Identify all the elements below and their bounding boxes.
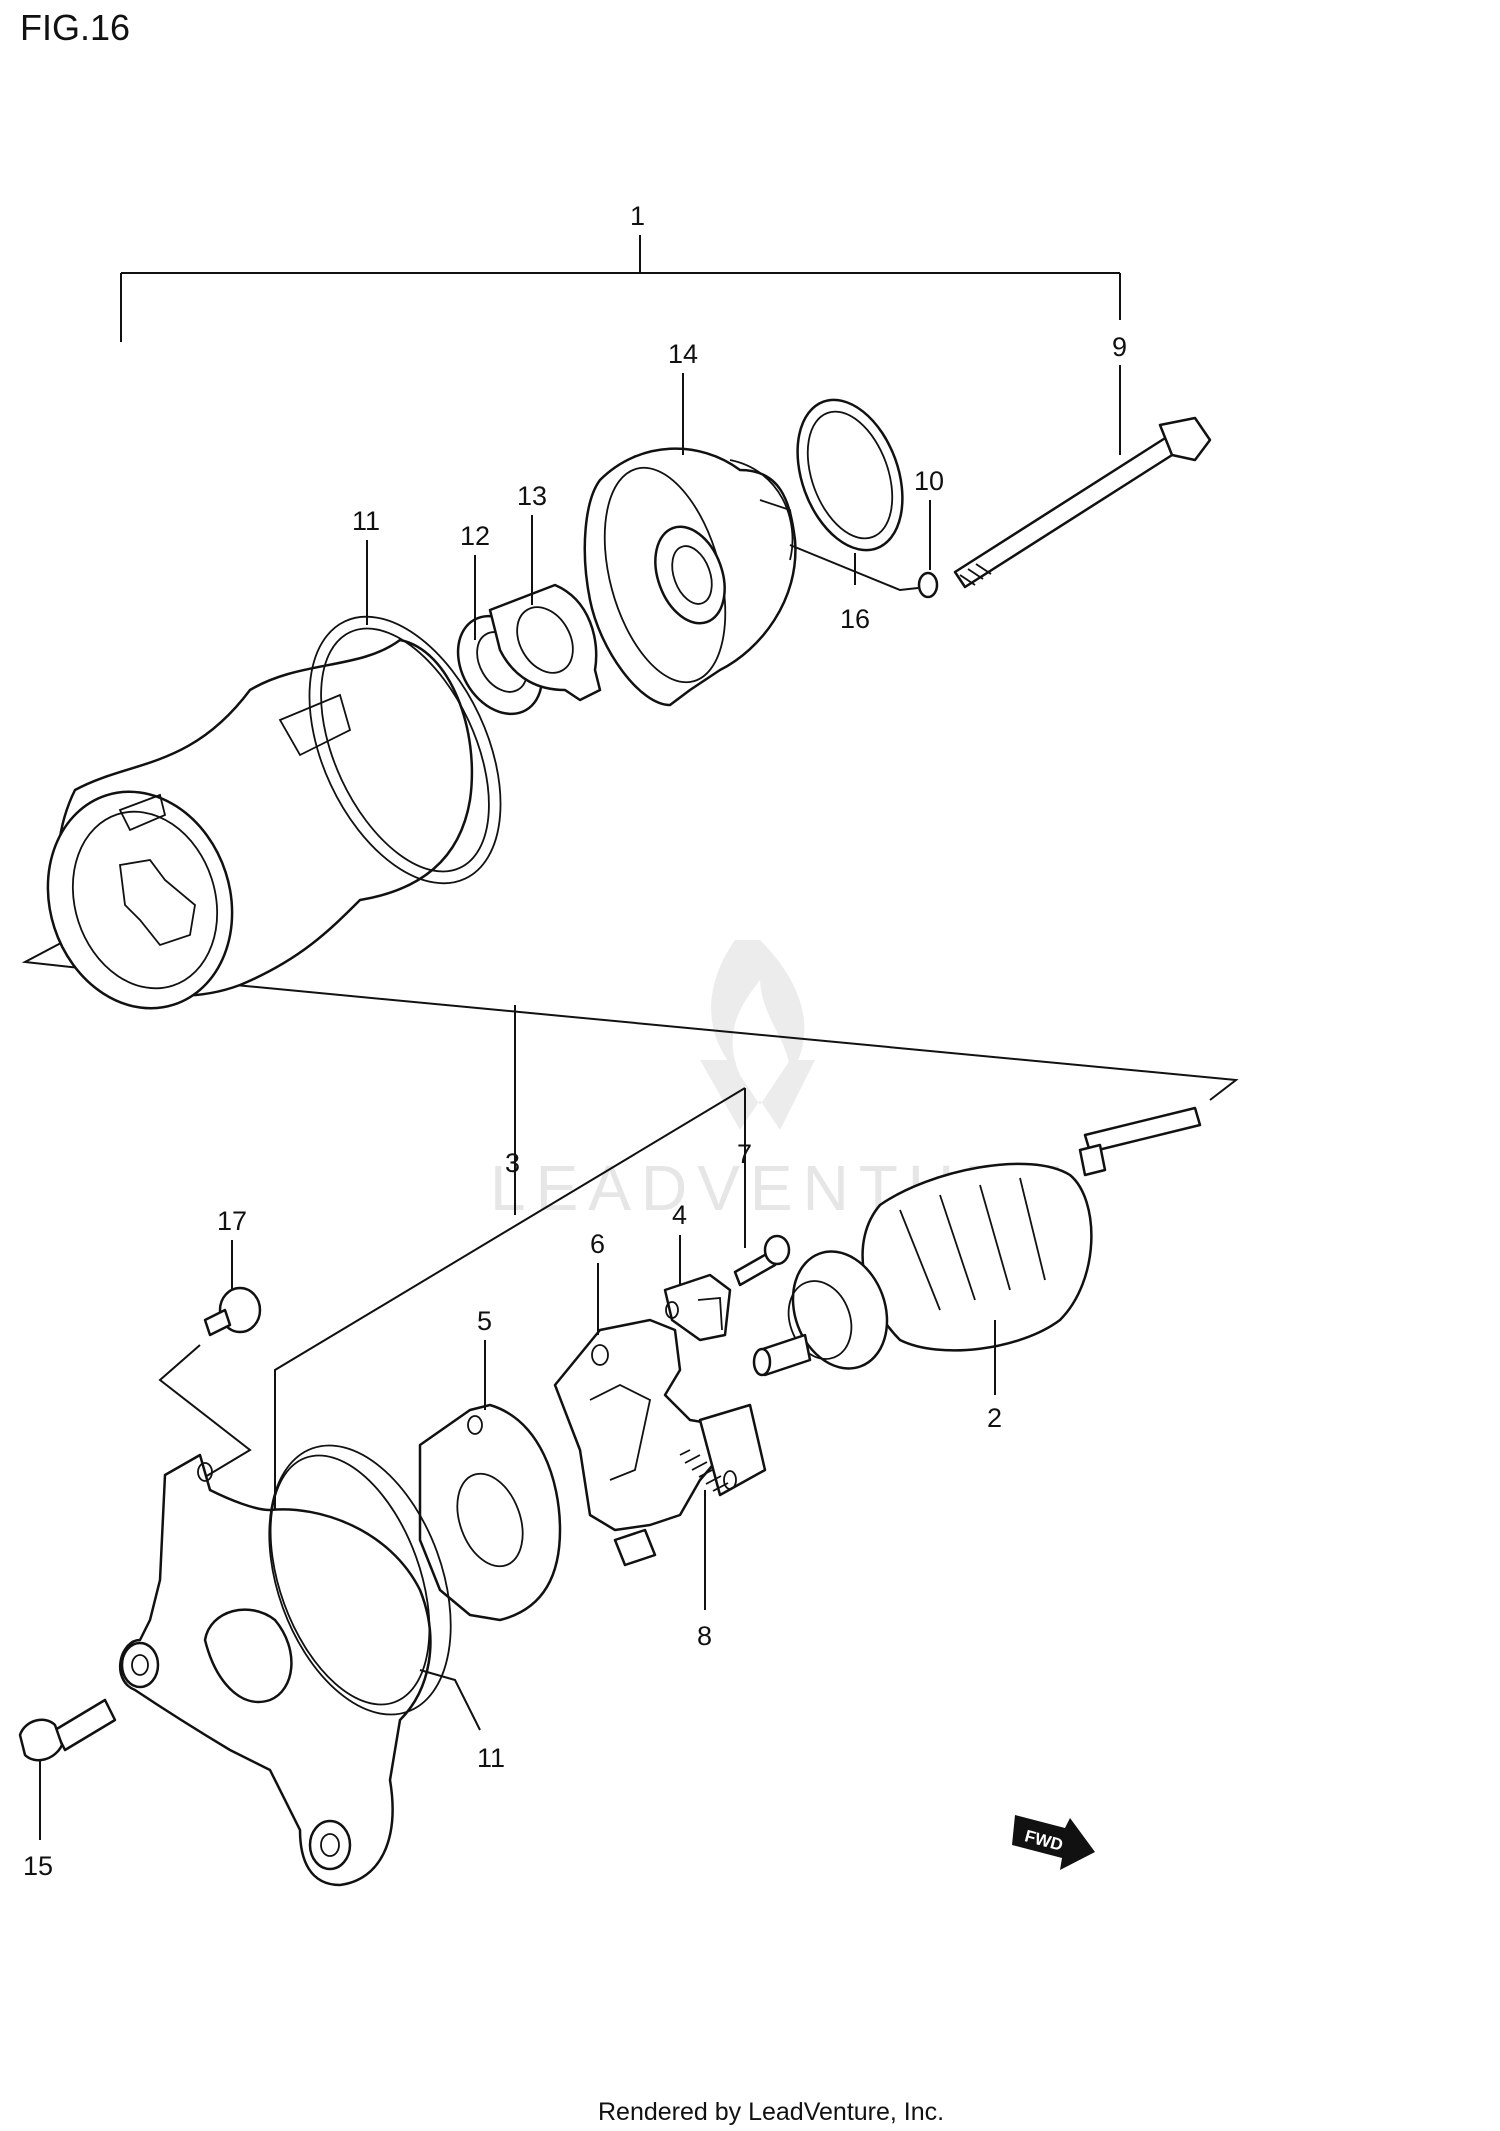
washer-10 <box>917 571 939 599</box>
end-cover-14 <box>583 447 797 707</box>
spring-8 <box>679 1449 737 1492</box>
brush-holder-6 <box>553 1318 767 1567</box>
footer-credit: Rendered by LeadVenture, Inc. <box>598 2098 944 2126</box>
callout-2: 2 <box>987 1403 1002 1433</box>
callout-11-bottom: 11 <box>477 1743 505 1773</box>
o-ring-16 <box>796 398 904 552</box>
callout-9: 9 <box>1112 332 1127 362</box>
callout-6: 6 <box>590 1229 605 1259</box>
callout-5: 5 <box>477 1306 492 1336</box>
callout-14: 14 <box>668 339 698 369</box>
bolt-15 <box>18 1698 117 1762</box>
callout-16: 16 <box>840 604 870 634</box>
front-cover <box>118 1444 452 1887</box>
callout-3: 3 <box>505 1148 520 1178</box>
callout-10: 10 <box>914 466 944 496</box>
terminal-4 <box>663 1273 732 1342</box>
callout-8: 8 <box>697 1621 712 1651</box>
bolt-17 <box>203 1286 262 1337</box>
callout-17: 17 <box>217 1206 247 1236</box>
callout-11-top: 11 <box>352 506 380 536</box>
fwd-badge: FWD <box>1012 1815 1095 1870</box>
screw-7 <box>733 1234 791 1287</box>
callout-7: 7 <box>737 1139 752 1169</box>
yoke-housing <box>46 615 502 1010</box>
callout-12: 12 <box>460 521 490 551</box>
armature-2 <box>752 1106 1202 1377</box>
plate-5 <box>418 1403 562 1622</box>
figure-title: FIG.16 <box>20 7 130 48</box>
callout-1: 1 <box>630 201 645 231</box>
callout-13: 13 <box>517 481 547 511</box>
assembly-bracket <box>120 235 1121 342</box>
plate-13 <box>488 583 602 702</box>
through-bolt-9 <box>953 416 1212 589</box>
callout-15: 15 <box>23 1851 53 1881</box>
callout-4: 4 <box>672 1200 687 1230</box>
callouts: 1 2 3 4 5 6 7 8 9 10 11 11 12 13 14 15 1… <box>23 201 1127 1881</box>
leader-lines <box>39 365 1121 1840</box>
